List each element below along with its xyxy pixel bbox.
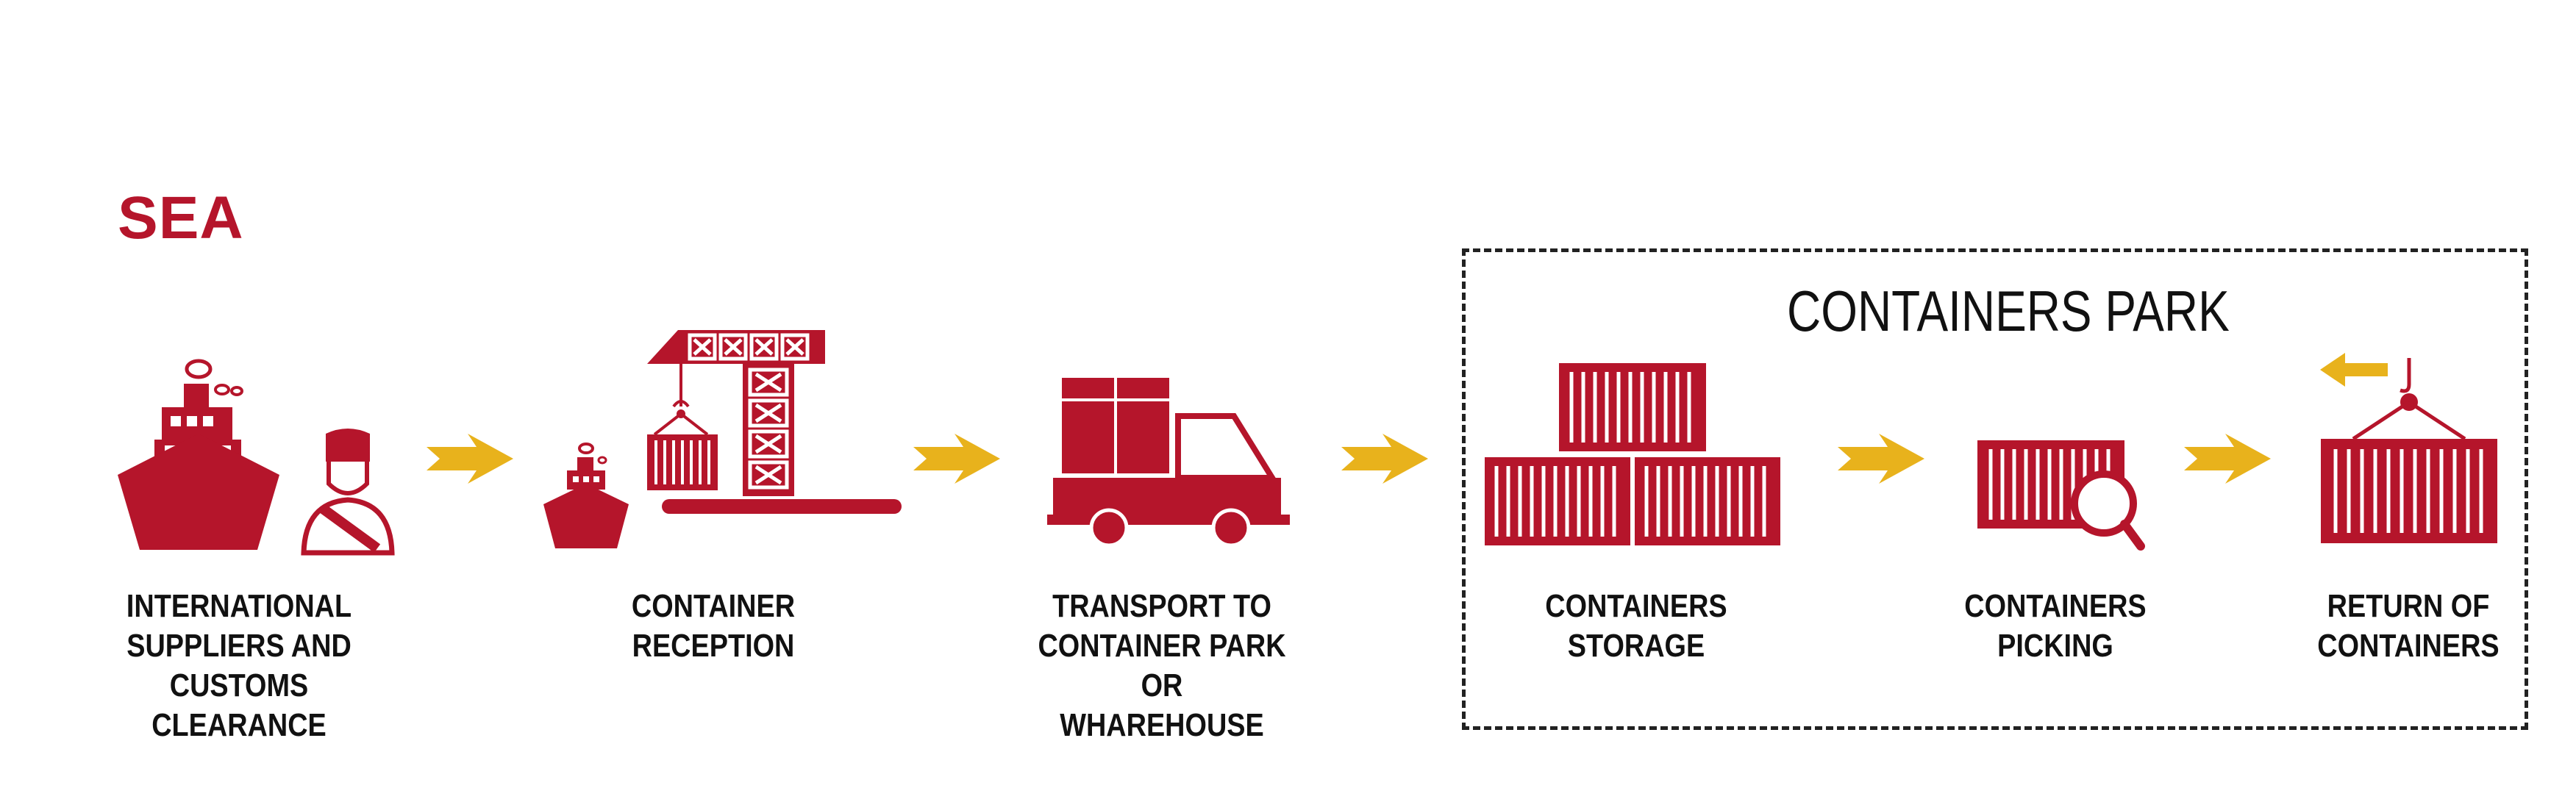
containers-park-title: CONTAINERS PARK xyxy=(1787,279,2230,343)
truck-icon xyxy=(1047,378,1290,548)
small-ship-icon xyxy=(543,443,629,548)
section-title: SEA xyxy=(118,185,244,251)
step-label-suppliers: INTERNATIONAL SUPPLIERS AND CUSTOMS CLEA… xyxy=(126,588,352,743)
customs-officer-icon xyxy=(301,429,395,556)
flow-arrow-icon xyxy=(913,434,1000,484)
step-label-storage: CONTAINERS STORAGE xyxy=(1545,588,1727,664)
flow-arrow-icon xyxy=(2184,434,2271,484)
step-label-transport: TRANSPORT TO CONTAINER PARK OR WHAREHOUS… xyxy=(1038,588,1286,743)
container-search-icon xyxy=(1977,440,2145,551)
container-hoist-icon xyxy=(2321,358,2497,543)
flow-arrow-icon xyxy=(1341,434,1428,484)
flow-arrow-icon xyxy=(427,434,513,484)
containers-park-boundary xyxy=(1462,248,2528,730)
port-crane-icon xyxy=(647,330,902,514)
step-label-picking: CONTAINERS PICKING xyxy=(1964,588,2147,664)
flow-arrow-icon xyxy=(1838,434,1924,484)
ship-icon xyxy=(118,359,279,550)
step-label-reception: CONTAINER RECEPTION xyxy=(631,588,796,664)
return-arrow-icon xyxy=(2320,353,2388,387)
container-stack-icon xyxy=(1485,363,1780,545)
step-label-return: RETURN OF CONTAINERS xyxy=(2317,588,2500,664)
